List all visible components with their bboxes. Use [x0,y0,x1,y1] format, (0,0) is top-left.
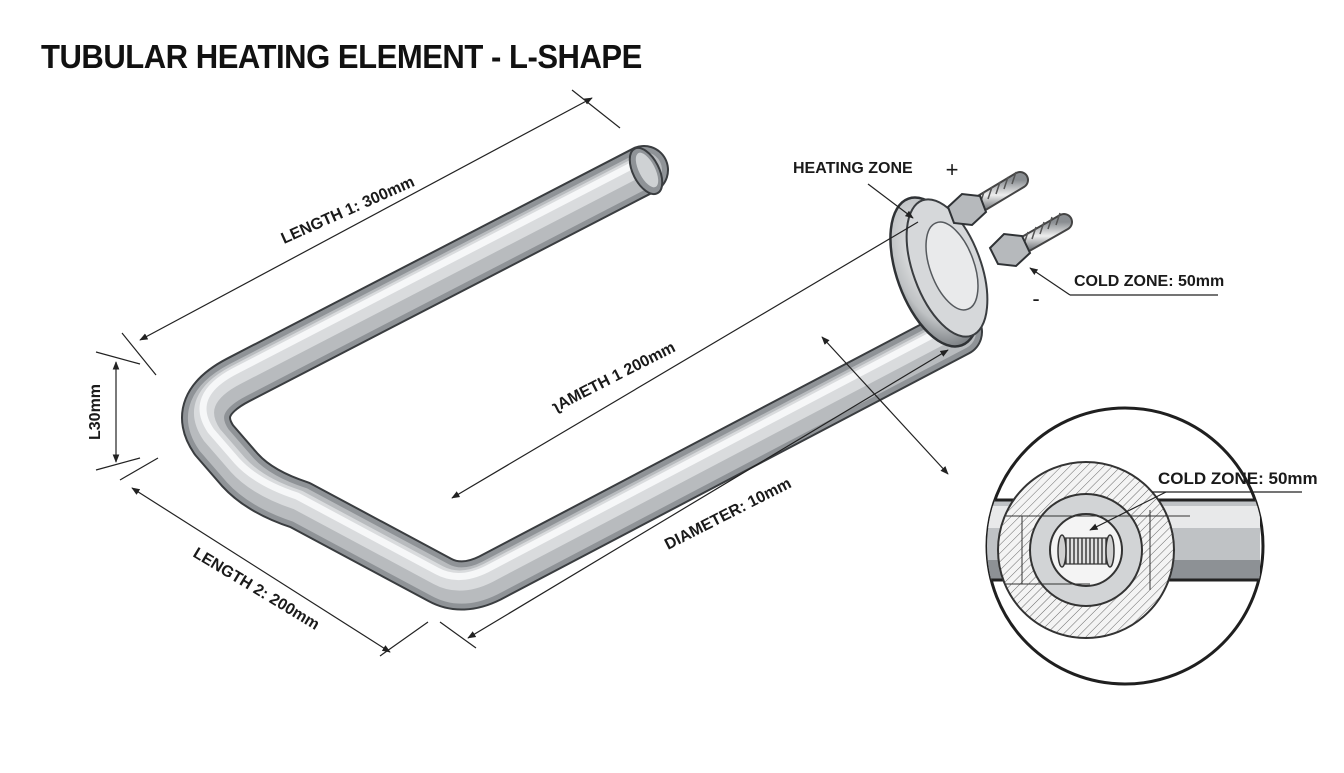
cold-zone-detail-label: COLD ZONE: 50mm [1158,469,1318,488]
cold-zone-label: COLD ZONE: 50mm [1074,273,1224,290]
bend-length-label: L30mm [87,384,104,440]
diameter-mid-label: ʅAMETH 1 200mm [549,339,678,416]
length-2-label: LENGTH 2: 200mm [190,545,322,634]
length-1-label: LENGTH 1: 300mm [279,174,418,248]
terminal-bolt-lower [988,212,1073,268]
terminal-bolt-upper [946,171,1029,227]
cross-section-detail [985,406,1302,686]
tube-body [181,145,983,611]
heating-zone-label: HEATING ZONE [793,160,913,177]
dimension-lines [95,89,1218,657]
flange-assembly: + - [889,157,1073,348]
terminal-minus-sign: - [1032,286,1039,311]
terminal-plus-sign: + [946,157,959,182]
page-title: TUBULAR HEATING ELEMENT - L-SHAPE [41,38,642,75]
